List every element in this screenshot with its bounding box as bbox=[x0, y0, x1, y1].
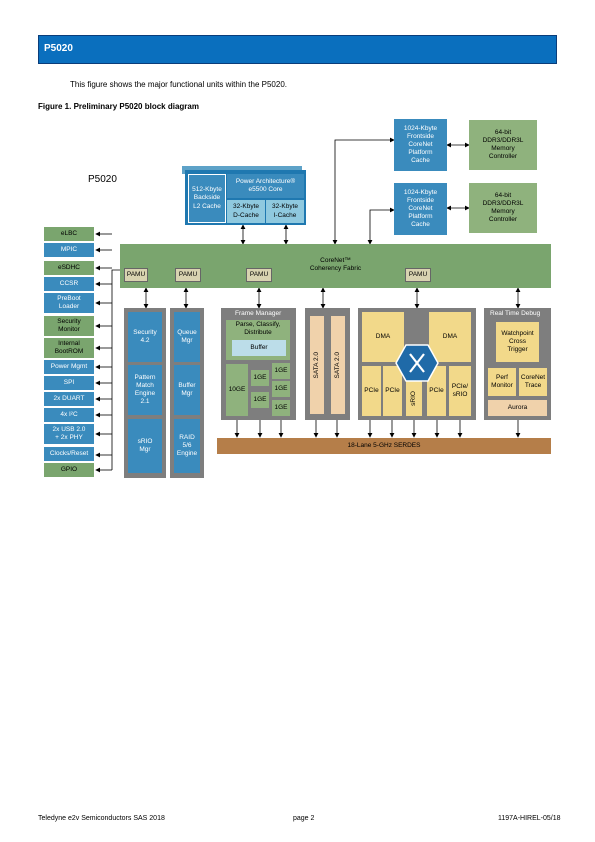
left-gpio: GPIO bbox=[44, 463, 94, 477]
one-ge-1: 1GE bbox=[251, 370, 269, 386]
d-cache: 32-Kbyte D-Cache bbox=[227, 200, 265, 223]
footer-right: 1197A-HIREL-05/18 bbox=[498, 815, 561, 822]
left-usb: 2x USB 2.0 + 2x PHY bbox=[44, 424, 94, 444]
one-ge-2: 1GE bbox=[251, 392, 269, 408]
pcie-2: PCIe bbox=[383, 366, 402, 416]
i-cache: 32-Kbyte I-Cache bbox=[266, 200, 304, 223]
fabric-label-line2: Coherency Fabric bbox=[309, 264, 362, 272]
footer-left: Teledyne e2v Semiconductors SAS 2018 bbox=[38, 815, 165, 822]
dma-1: DMA bbox=[362, 312, 404, 362]
security-engine: Security 4.2 bbox=[128, 312, 162, 362]
left-security-monitor: Security Monitor bbox=[44, 316, 94, 336]
one-ge-5: 1GE bbox=[272, 400, 290, 416]
left-preboot: PreBoot Loader bbox=[44, 293, 94, 313]
memory-controller-2: 64-bit DDR3/DDR3L Memory Controller bbox=[469, 183, 537, 233]
figure-caption: Figure 1. Preliminary P5020 block diagra… bbox=[38, 102, 199, 111]
pattern-match-engine: Pattern Match Engine 2.1 bbox=[128, 365, 162, 415]
raid-engine: RAID 5/6 Engine bbox=[174, 419, 200, 473]
dma-2: DMA bbox=[429, 312, 471, 362]
pcie-1: PCIe bbox=[362, 366, 381, 416]
fm-buffer: Buffer bbox=[232, 340, 286, 356]
left-ccsr: CCSR bbox=[44, 277, 94, 291]
crossbar-switch-icon bbox=[395, 344, 439, 382]
page-header: P5020 bbox=[38, 35, 557, 64]
left-bootrom: Internal BootROM bbox=[44, 338, 94, 358]
debug-title: Real Time Debug bbox=[490, 310, 541, 317]
one-ge-3: 1GE bbox=[272, 363, 290, 379]
srio-port: sRIO bbox=[406, 380, 422, 416]
intro-text: This figure shows the major functional u… bbox=[70, 80, 288, 89]
pcie-srio: PCIe/ sRIO bbox=[449, 366, 471, 416]
parse-classify-distribute: Parse, Classify, Distribute bbox=[235, 320, 281, 336]
left-duart: 2x DUART bbox=[44, 392, 94, 406]
one-ge-4: 1GE bbox=[272, 381, 290, 397]
platform-cache-2: 1024-Kbyte Frontside CoreNet Platform Ca… bbox=[394, 183, 447, 235]
pcie-3: PCIe bbox=[427, 366, 446, 416]
watchpoint-cross-trigger: Watchpoint Cross Trigger bbox=[496, 322, 539, 362]
fabric-label-line1: CoreNet™ bbox=[320, 257, 351, 264]
left-power-mgmt: Power Mgmt bbox=[44, 360, 94, 374]
aurora: Aurora bbox=[488, 400, 547, 416]
e5500-core: Power Architecture® e5500 Core bbox=[227, 174, 304, 198]
left-i2c: 4x I²C bbox=[44, 408, 94, 422]
pamu-4: PAMU bbox=[405, 268, 431, 282]
sata-1: SATA 2.0 bbox=[310, 316, 324, 414]
memory-controller-1: 64-bit DDR3/DDR3L Memory Controller bbox=[469, 120, 537, 170]
header-title: P5020 bbox=[44, 43, 73, 54]
sata-2: SATA 2.0 bbox=[331, 316, 345, 414]
left-elbc: eLBC bbox=[44, 227, 94, 241]
frame-manager-title: Frame Manager bbox=[235, 310, 282, 317]
left-clocks: Clocks/Reset bbox=[44, 447, 94, 461]
pamu-3: PAMU bbox=[246, 268, 272, 282]
footer-page: page 2 bbox=[293, 815, 315, 822]
fabric-label: CoreNet™ Coherency Fabric bbox=[120, 257, 551, 273]
buffer-manager: Buffer Mgr bbox=[174, 365, 200, 415]
corenet-trace: CoreNet Trace bbox=[519, 368, 547, 396]
srio-manager: sRIO Mgr bbox=[128, 419, 162, 473]
pamu-2: PAMU bbox=[175, 268, 201, 282]
left-esdhc: eSDHC bbox=[44, 261, 94, 275]
left-spi: SPI bbox=[44, 376, 94, 390]
ten-ge: 10GE bbox=[226, 364, 248, 416]
queue-manager: Queue Mgr bbox=[174, 312, 200, 362]
l2-cache: 512-Kbyte Backside L2 Cache bbox=[188, 174, 226, 223]
pamu-1: PAMU bbox=[124, 268, 148, 282]
platform-cache-1: 1024-Kbyte Frontside CoreNet Platform Ca… bbox=[394, 119, 447, 171]
serdes: 18-Lane 5-GHz SERDES bbox=[217, 438, 551, 454]
chip-label: P5020 bbox=[88, 174, 117, 185]
left-mpic: MPIC bbox=[44, 243, 94, 257]
perf-monitor: Perf Monitor bbox=[488, 368, 516, 396]
